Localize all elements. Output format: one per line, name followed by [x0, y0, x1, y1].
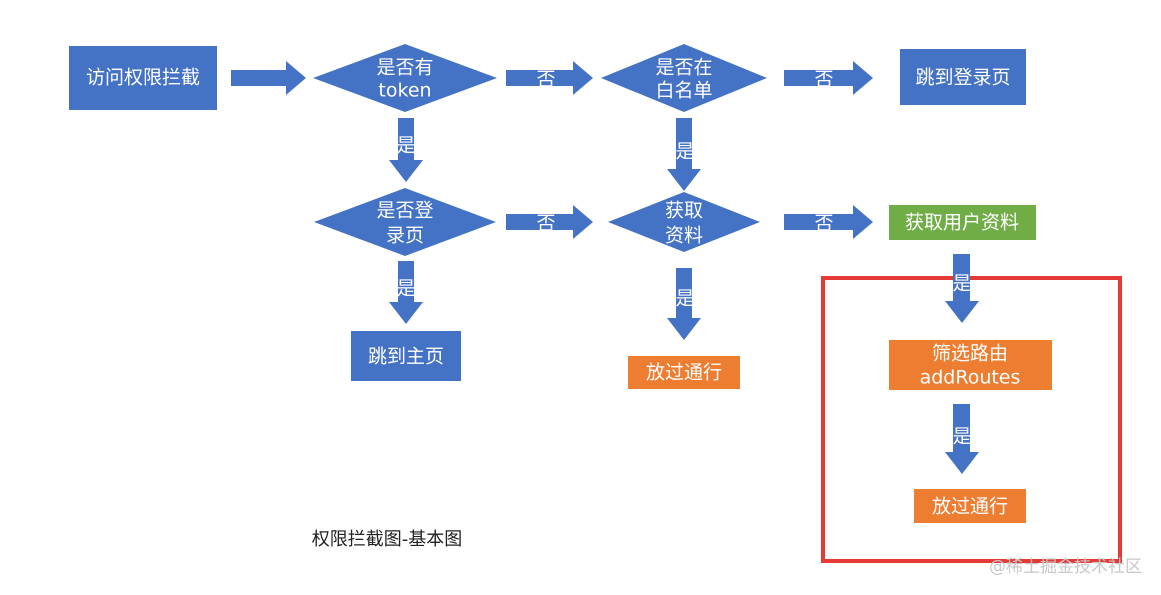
highlight-frame [821, 276, 1122, 563]
arrow-login-page-no-label: 否 [536, 213, 555, 235]
arrow-whitelist-no [784, 61, 873, 95]
arrow-filter-yes [945, 404, 979, 474]
decision-get-data-line2: 资料 [665, 225, 703, 247]
watermark-text: @稀土掘金技术社区 [989, 557, 1142, 577]
node-goto-home [351, 331, 461, 381]
decision-is-login-page-line1: 是否登 [376, 200, 433, 222]
arrow-whitelist-yes-label: 是 [675, 141, 694, 163]
arrow-login-page-no [506, 205, 593, 239]
node-pass-through-1-label: 放过通行 [646, 362, 722, 384]
node-access-intercept [69, 46, 217, 110]
node-get-user-profile-label: 获取用户资料 [905, 212, 1019, 234]
arrow-get-data-no-label: 否 [814, 213, 833, 235]
arrow-login-page-yes [389, 261, 423, 324]
node-filter-routes-line1: 筛选路由 [932, 343, 1008, 365]
node-pass-through-2 [914, 489, 1026, 523]
arrow-get-data-yes-label: 是 [675, 288, 694, 310]
arrow-get-data-yes [667, 268, 701, 340]
decision-in-whitelist-line2: 白名单 [655, 80, 712, 102]
node-goto-login-label: 跳到登录页 [915, 67, 1010, 89]
node-get-user-profile [889, 205, 1036, 240]
arrow-token-no [506, 61, 593, 95]
decision-has-token [313, 44, 497, 112]
decision-in-whitelist [601, 44, 767, 112]
arrow-login-page-yes-label: 是 [396, 278, 415, 300]
decision-in-whitelist-line1: 是否在 [655, 57, 712, 79]
node-filter-routes [889, 340, 1052, 390]
decision-has-token-line1: 是否有 [376, 57, 433, 79]
decision-get-data-line1: 获取 [665, 200, 703, 222]
node-goto-login [900, 49, 1026, 105]
arrow-whitelist-yes [667, 118, 701, 191]
node-access-intercept-label: 访问权限拦截 [86, 67, 200, 89]
node-pass-through-2-label: 放过通行 [932, 496, 1008, 518]
decision-has-token-line2: token [378, 80, 431, 102]
arrow-intercept-to-token [231, 61, 306, 95]
decision-get-data [608, 192, 760, 252]
arrow-profile-yes-label: 是 [952, 273, 971, 295]
arrow-token-yes [389, 118, 423, 182]
arrow-get-data-no [784, 205, 873, 239]
arrow-profile-yes [945, 254, 979, 323]
arrow-token-yes-label: 是 [396, 135, 415, 157]
arrow-filter-yes-label: 是 [952, 426, 971, 448]
node-filter-routes-line2: addRoutes [920, 367, 1021, 389]
node-goto-home-label: 跳到主页 [368, 346, 444, 368]
diagram-caption: 权限拦截图-基本图 [312, 529, 463, 550]
arrow-token-no-label: 否 [536, 69, 555, 91]
node-pass-through-1 [628, 356, 740, 389]
decision-is-login-page [314, 188, 496, 256]
arrow-whitelist-no-label: 否 [814, 69, 833, 91]
decision-is-login-page-line2: 录页 [386, 225, 424, 247]
